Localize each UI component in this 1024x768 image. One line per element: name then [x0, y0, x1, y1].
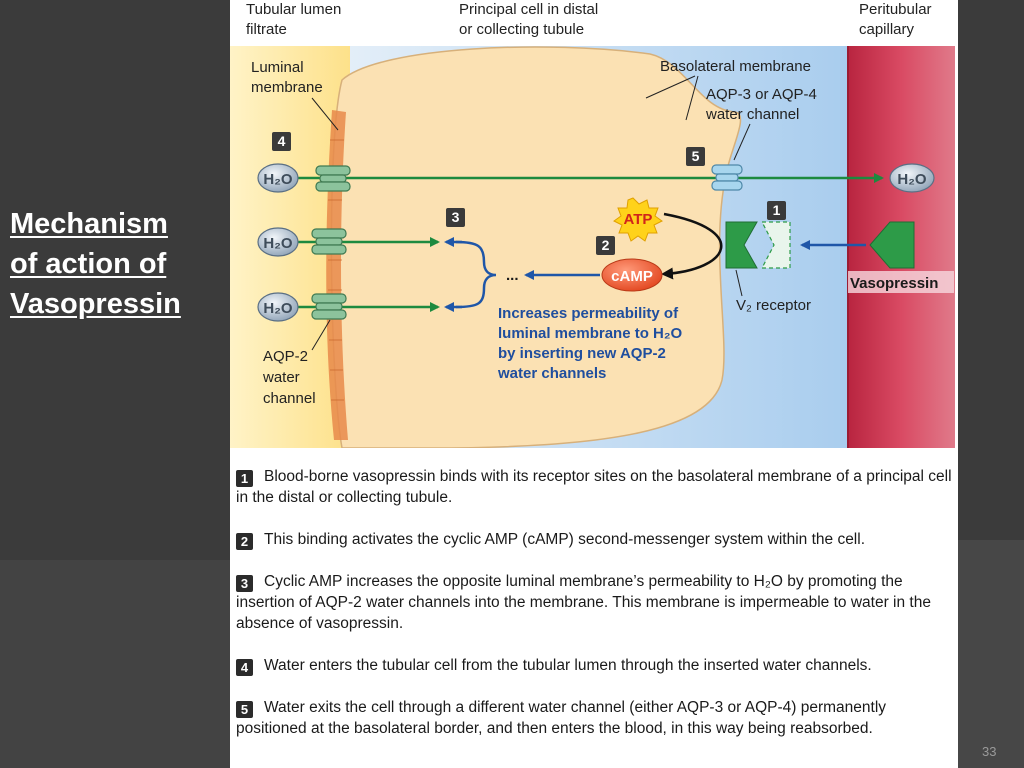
step-badge-2: 2 [236, 533, 253, 550]
aqp2-pointer [311, 319, 331, 351]
cell-label: Principal cell in distal or collecting t… [459, 1, 602, 38]
background-shape-left [0, 560, 230, 768]
luminal-membrane-label: Luminal membrane [251, 59, 323, 96]
v2-receptor-label: V₂ receptor [736, 297, 811, 314]
svg-text:H₂O: H₂O [897, 171, 926, 188]
aqp34-label: AQP-3 or AQP-4 water channel [705, 86, 821, 123]
aqp34-pointer [733, 123, 751, 161]
h2o-lumen-2: H₂O [257, 227, 299, 257]
step-badge-5: 5 [236, 701, 253, 718]
svg-text:cAMP: cAMP [611, 268, 653, 285]
svg-text:4: 4 [278, 133, 286, 149]
step-2: 2 This binding activates the cyclic AMP (… [236, 529, 956, 550]
aqp2-channel-2 [311, 228, 347, 255]
svg-text:2: 2 [602, 237, 610, 253]
h2o-capillary: H₂O [889, 163, 935, 193]
step-4: 4 Water enters the tubular cell from the … [236, 655, 956, 676]
basolateral-membrane-label: Basolateral membrane [660, 58, 811, 75]
v2-receptor [725, 221, 791, 269]
vasopressin-label-bg [848, 271, 954, 293]
svg-text:H₂O: H₂O [263, 171, 292, 188]
step-text-5: Water exits the cell through a different… [236, 699, 887, 737]
step-badge-1: 1 [236, 470, 253, 487]
vasopressin-label: Vasopressin [850, 275, 938, 292]
basolateral-pointer-1 [645, 75, 696, 99]
svg-text:3: 3 [452, 209, 460, 225]
svg-text:1: 1 [773, 202, 781, 218]
step-text-1: Blood-borne vasopressin binds with its r… [236, 468, 952, 506]
aqp2-channel-1 [315, 165, 351, 192]
step-marker-4: 4 [272, 132, 291, 151]
step-marker-2: 2 [596, 236, 615, 255]
svg-text:5: 5 [692, 148, 700, 164]
principal-cell [330, 46, 742, 448]
step-text-4: Water enters the tubular cell from the t… [264, 657, 872, 674]
aqp2-label: AQP-2 water channel [262, 348, 316, 407]
step-marker-5: 5 [686, 147, 705, 166]
lumen-label: Tubular lumen filtrate [246, 1, 346, 38]
step-badge-3: 3 [236, 575, 253, 592]
signal-brace [455, 240, 497, 309]
step-text-2: This binding activates the cyclic AMP (c… [264, 531, 866, 548]
step-marker-1: 1 [767, 201, 786, 220]
atp-to-camp-arrow [661, 212, 723, 280]
atp-burst: ATP [613, 197, 663, 242]
permeability-note: Increases permeability of luminal membra… [497, 305, 686, 382]
background-shape-right [958, 540, 1024, 768]
svg-text:H₂O: H₂O [263, 300, 292, 317]
diagram: Tubular lumen filtrate Principal cell in… [230, 1, 955, 448]
slide-title: Mechanism of action of Vasopressin [10, 208, 181, 320]
vasopressin-molecule [869, 221, 915, 269]
aqp34-channel [711, 164, 743, 191]
svg-text:ATP: ATP [624, 211, 653, 228]
v2-receptor-pointer [735, 269, 743, 297]
luminal-membrane [326, 110, 348, 440]
signal-ellipsis: ... [506, 267, 519, 284]
basolateral-pointer-2 [685, 75, 699, 121]
h2o-lumen-3: H₂O [257, 292, 299, 322]
luminal-membrane-pointer [311, 97, 339, 131]
camp-bubble: cAMP [601, 258, 663, 292]
slide-number: 33 [982, 744, 997, 759]
h2o-lumen-1: H₂O [257, 163, 299, 193]
svg-text:H₂O: H₂O [263, 235, 292, 252]
capillary-label: Peritubular capillary [859, 1, 936, 38]
step-marker-3: 3 [446, 208, 465, 227]
step-badge-4: 4 [236, 659, 253, 676]
figure-panel: Tubular lumen filtrate Principal cell in… [230, 0, 958, 768]
step-text-3: Cyclic AMP increases the opposite lumina… [236, 573, 931, 632]
aqp2-channel-3 [311, 293, 347, 320]
